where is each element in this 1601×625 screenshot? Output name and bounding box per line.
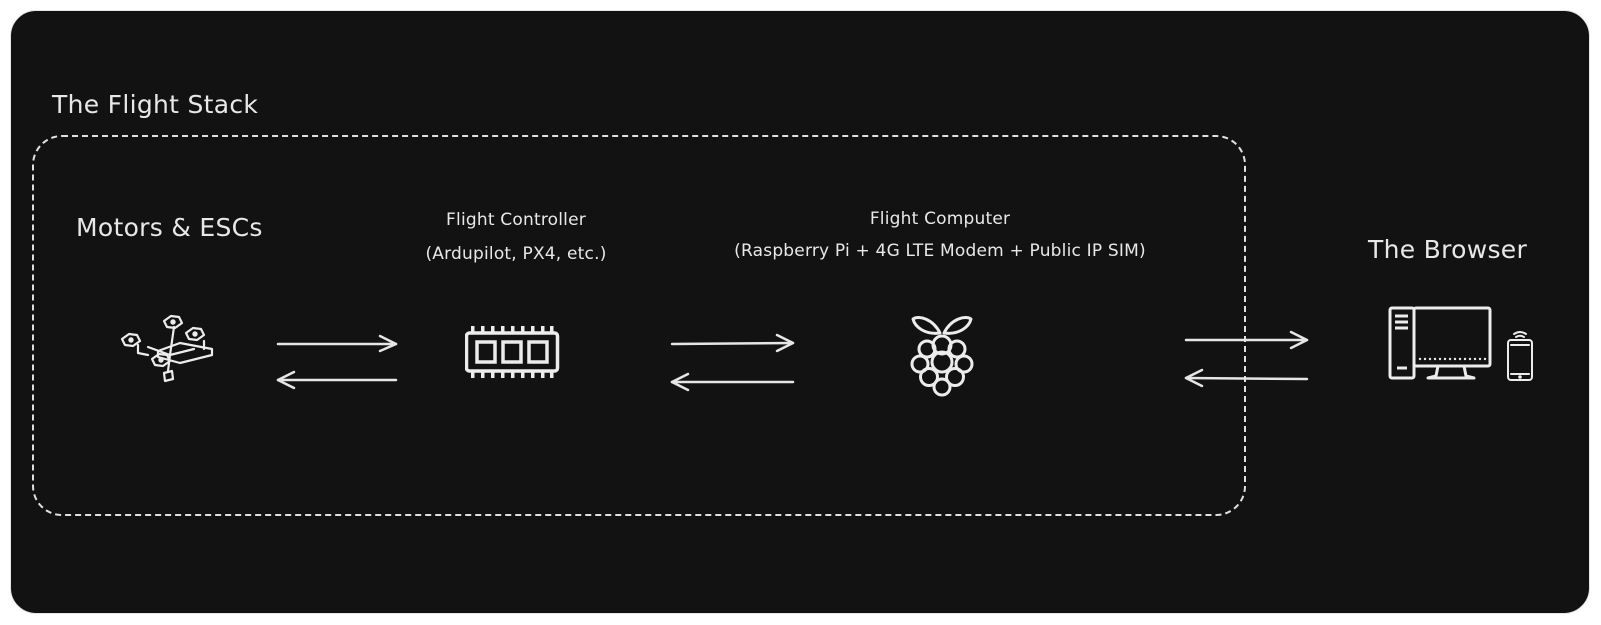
phone-icon [1507, 331, 1533, 381]
flight-stack-boundary [32, 135, 1246, 516]
flight-controller-title: Flight Controller [446, 210, 586, 230]
outer-frame [10, 10, 1590, 614]
flight-computer-title: Flight Computer [869, 209, 1011, 229]
arrow-fc-to-motors [276, 370, 398, 390]
arrow-computer-to-browser [1184, 330, 1309, 350]
drone-icon [120, 314, 214, 383]
arrow-browser-to-computer [1184, 368, 1309, 388]
raspberry-pi-icon [910, 316, 974, 397]
flight-stack-title: The Flight Stack [52, 90, 259, 119]
motors-title: Motors & ESCs [76, 213, 263, 242]
flight-controller-subtitle: (Ardupilot, PX4, etc.) [425, 244, 607, 264]
arrow-computer-to-fc [670, 372, 795, 392]
chip-icon [465, 326, 560, 378]
flight-computer-subtitle: (Raspberry Pi + 4G LTE Modem + Public IP… [734, 241, 1146, 261]
desktop-computer-icon [1388, 306, 1492, 380]
arrow-fc-to-computer [670, 333, 795, 353]
browser-title: The Browser [1368, 235, 1528, 264]
arrow-motors-to-fc [276, 334, 398, 353]
